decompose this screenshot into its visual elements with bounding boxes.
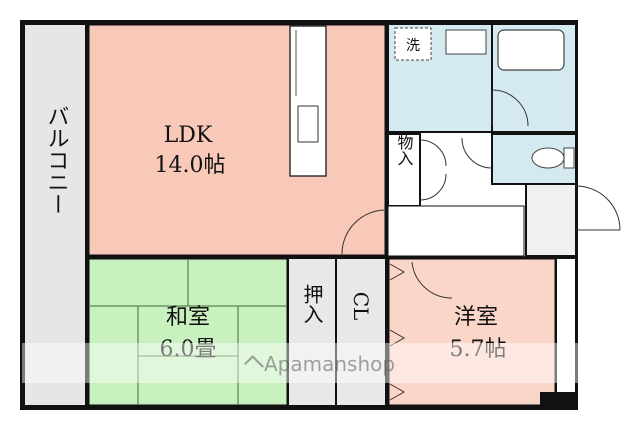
ldk-door-arc	[341, 209, 387, 255]
western-room	[386, 256, 558, 408]
watermark-text: Apamanshop	[264, 352, 396, 376]
ldk-room	[86, 22, 388, 258]
washer-space	[394, 27, 432, 61]
storage-door-arc	[419, 139, 447, 167]
western-room-name: 洋室	[454, 305, 498, 330]
bathtub	[497, 29, 565, 71]
japanese-room-size: 6.0畳	[160, 337, 217, 362]
bath-door-arc	[491, 89, 529, 127]
tatami-lines	[90, 260, 288, 404]
toilet-tank	[563, 147, 575, 169]
pillar	[540, 392, 576, 408]
window-strip	[555, 257, 577, 407]
ldk-size: 14.0帖	[155, 153, 226, 178]
entrance-door-arc	[575, 185, 621, 231]
closet-label: CL	[349, 292, 373, 321]
western-room-size: 5.7帖	[450, 337, 507, 362]
oshiire-label: 押入	[300, 284, 324, 324]
wash-basin	[445, 29, 487, 55]
kitchen-counter	[289, 25, 327, 177]
kitchen-sink	[297, 105, 319, 143]
hallway	[387, 205, 525, 257]
storage	[387, 133, 421, 207]
japanese-room-name: 和室	[166, 305, 210, 330]
washer-label: 洗	[406, 38, 420, 54]
hall-door-arc	[461, 137, 493, 169]
closet	[335, 257, 387, 407]
toilet-bowl	[531, 147, 565, 169]
oshiire	[287, 257, 337, 407]
balcony	[23, 23, 87, 407]
western-door-arc	[411, 261, 453, 299]
balcony-label: バルコニー	[44, 105, 69, 215]
watermark: Apamanshop	[244, 352, 396, 376]
closet-door-marks	[389, 263, 406, 401]
house-roof-logo	[244, 355, 264, 375]
storage-label: 物入	[395, 134, 414, 166]
watermark-band	[22, 343, 618, 383]
ldk-name: LDK	[164, 123, 213, 148]
storage-door-arc-2	[419, 173, 447, 201]
entrance	[525, 183, 577, 257]
